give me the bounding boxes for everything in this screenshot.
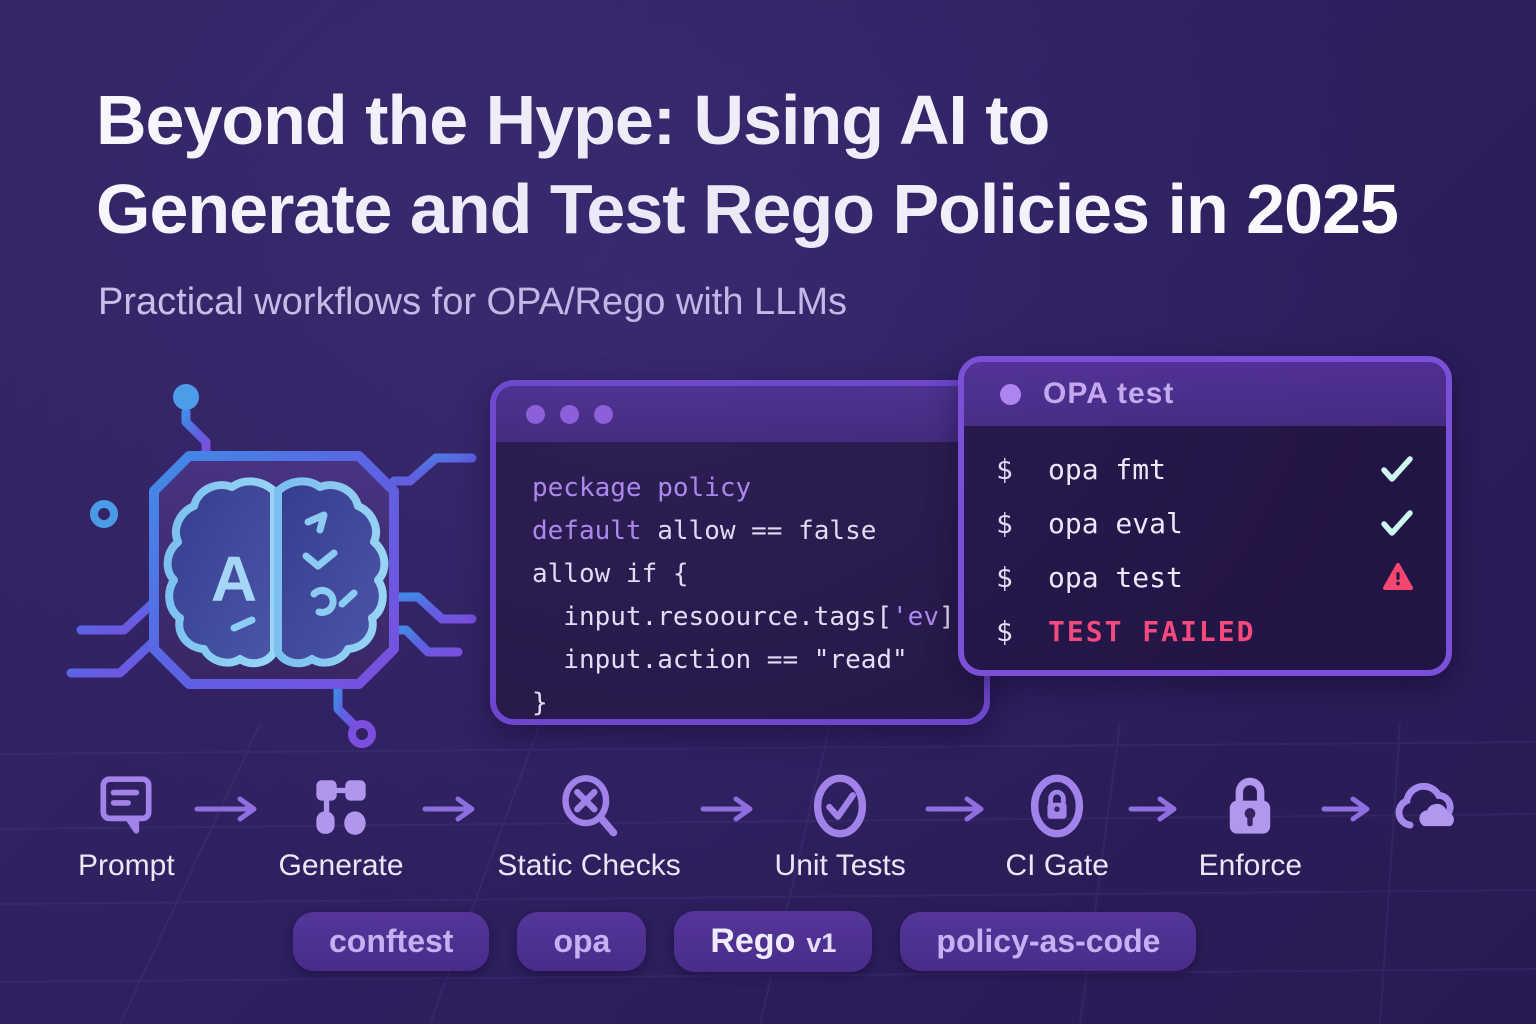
workflow-step-prompt: Prompt	[78, 772, 175, 883]
magnifier-x-icon	[558, 772, 620, 840]
code-window-titlebar	[496, 386, 984, 442]
terminal-row: $ opa test	[996, 550, 1414, 604]
rego-code-block: peckage policy default allow == false allo…	[496, 442, 984, 750]
code-editor-window: peckage policy default allow == false allo…	[490, 380, 990, 725]
step-label: Generate	[278, 849, 404, 882]
workflow-step-deploy	[1392, 772, 1462, 849]
terminal-row: $ opa fmt	[996, 442, 1414, 496]
window-dot-icon	[594, 404, 613, 424]
workflow-step-enforce: Enforce	[1199, 772, 1302, 883]
brain-icon: A	[163, 477, 389, 668]
ai-brain-chip-icon: A	[66, 379, 477, 761]
title-line-2: Generate and Test Rego Policies in 2025	[96, 170, 1399, 248]
step-label: Unit Tests	[774, 849, 906, 882]
title-line-1: Beyond the Hype: Using AI to	[96, 81, 1050, 159]
padlock-icon	[1221, 772, 1279, 840]
badge-lock-icon	[1029, 772, 1085, 840]
window-dot-icon	[1000, 383, 1021, 405]
code-line: peckage policy	[532, 473, 752, 503]
wire-node-ring-bottom	[348, 720, 376, 748]
code-line: input.resoource.tags['ev]	[532, 602, 955, 632]
workflow-pipeline: Prompt Generate	[78, 772, 1462, 883]
cloud-icon	[1392, 772, 1462, 840]
prompt-symbol: $	[996, 614, 1013, 648]
wire-node-dot	[173, 384, 199, 410]
flow-nodes-icon	[311, 772, 371, 840]
tag-rego-name: Rego	[710, 922, 796, 960]
page-title: Beyond the Hype: Using AI to Generate an…	[96, 76, 1526, 254]
step-label: Prompt	[78, 849, 175, 882]
ai-brain-chip-illustration: A	[56, 364, 482, 770]
workflow-step-ci-gate: CI Gate	[1006, 772, 1109, 883]
arrow-right-icon	[422, 796, 478, 827]
code-line: allow if {	[532, 559, 689, 589]
chat-bubble-icon	[97, 772, 155, 840]
command-text: opa test	[1048, 560, 1183, 594]
test-failed-text: TEST FAILED	[1048, 614, 1256, 648]
code-line: input.action == "read"	[532, 645, 908, 675]
step-label: Static Checks	[497, 849, 681, 882]
circle-check-icon	[812, 772, 868, 840]
prompt-symbol: $	[996, 452, 1013, 486]
tag-policy-as-code: policy-as-code	[900, 912, 1197, 971]
prompt-symbol: $	[996, 560, 1013, 594]
window-dot-icon	[526, 404, 545, 424]
arrow-right-icon	[1128, 796, 1180, 827]
workflow-step-generate: Generate	[278, 772, 404, 883]
arrow-right-icon	[1321, 796, 1373, 827]
tag-rego-version: v1	[806, 928, 837, 958]
arrow-right-icon	[925, 796, 987, 827]
tag-conftest: conftest	[293, 912, 490, 971]
step-label: Enforce	[1198, 849, 1303, 882]
warning-icon	[1382, 562, 1414, 592]
terminal-title: OPA test	[1043, 377, 1175, 410]
window-dot-icon	[560, 404, 579, 424]
tag-list: conftest opa Rego v1 policy-as-code	[293, 911, 1197, 972]
arrow-right-icon	[700, 796, 756, 827]
terminal-row: $ opa eval	[996, 496, 1414, 550]
code-line: default allow == false	[532, 516, 877, 546]
terminal-window: OPA test $ opa fmt $ opa eval $ opa test	[958, 356, 1452, 676]
terminal-titlebar: OPA test	[964, 362, 1446, 426]
step-label: CI Gate	[1005, 849, 1109, 882]
command-text: opa fmt	[1048, 452, 1167, 486]
wire-node-ring-left	[90, 500, 118, 528]
arrow-right-icon	[194, 796, 260, 827]
workflow-step-unit-tests: Unit Tests	[775, 772, 906, 883]
code-line: }	[532, 688, 548, 718]
tag-rego-v1: Rego v1	[674, 911, 873, 972]
workflow-step-static-checks: Static Checks	[497, 772, 681, 883]
terminal-output: $ opa fmt $ opa eval $ opa test	[964, 426, 1446, 658]
prompt-symbol: $	[996, 506, 1013, 540]
terminal-row: $ TEST FAILED	[996, 604, 1414, 658]
command-text: opa eval	[1048, 506, 1183, 540]
check-icon	[1380, 455, 1414, 483]
tag-opa: opa	[517, 912, 647, 971]
chip-letter: A	[211, 543, 257, 615]
check-icon	[1380, 509, 1414, 537]
page-subtitle: Practical workflows for OPA/Rego with LL…	[98, 281, 847, 323]
